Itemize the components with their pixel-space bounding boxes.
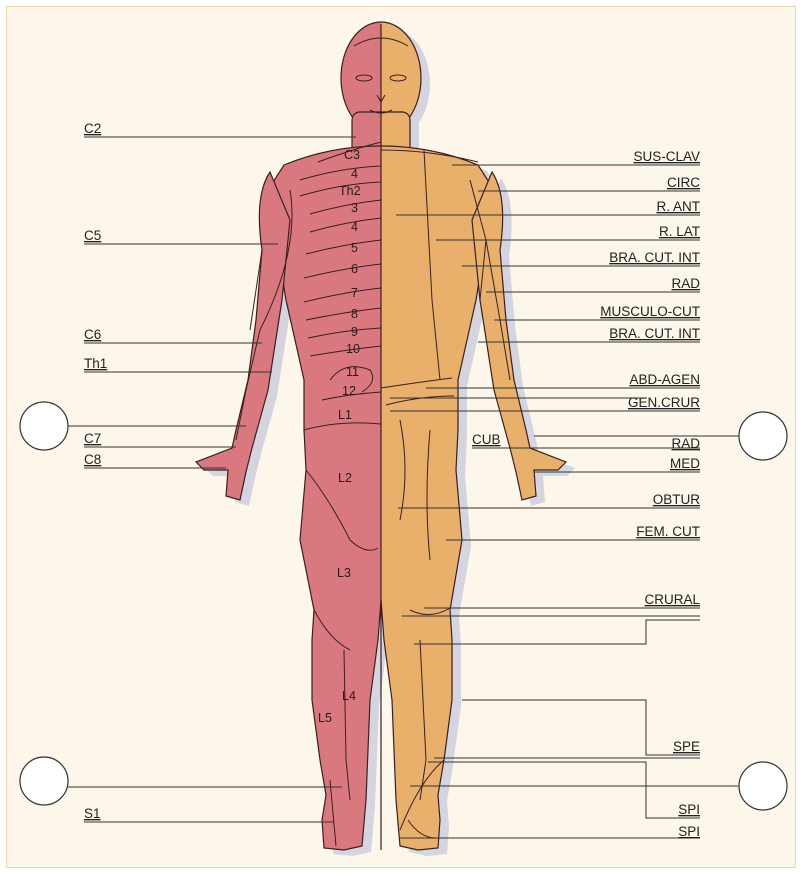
label-spi-lower: SPI bbox=[678, 824, 700, 839]
segment-3: 3 bbox=[351, 201, 358, 215]
label-rad-hand: RAD bbox=[671, 436, 700, 451]
label-bra-cut-int-upper: BRA. CUT. INT bbox=[609, 250, 700, 265]
label-gen-crur: GEN.CRUR bbox=[628, 395, 700, 410]
segment-th2: Th2 bbox=[339, 184, 361, 198]
label-c6: C6 bbox=[84, 327, 101, 342]
label-bra-cut-int-lower: BRA. CUT. INT bbox=[609, 326, 700, 341]
reference-circle-right-upper bbox=[739, 412, 787, 460]
label-med: MED bbox=[670, 456, 700, 471]
label-sus-clav: SUS-CLAV bbox=[633, 149, 700, 164]
label-spe: SPE bbox=[673, 739, 700, 754]
segment-l4: L4 bbox=[342, 689, 356, 703]
label-musculo-cut: MUSCULO-CUT bbox=[600, 304, 700, 319]
segment-8: 8 bbox=[351, 307, 358, 321]
label-abd-agen: ABD-AGEN bbox=[629, 372, 700, 387]
label-fem-cut: FEM. CUT bbox=[636, 524, 700, 539]
label-c5: C5 bbox=[84, 228, 101, 243]
segment-9: 9 bbox=[351, 325, 358, 339]
label-c2: C2 bbox=[84, 121, 101, 136]
label-rad-arm: RAD bbox=[671, 276, 700, 291]
label-r-lat: R. LAT bbox=[659, 224, 700, 239]
label-th1: Th1 bbox=[84, 356, 107, 371]
segment-10: 10 bbox=[346, 342, 360, 356]
reference-circle-right-lower bbox=[739, 762, 787, 810]
segment-12: 12 bbox=[342, 384, 356, 398]
segment-l2: L2 bbox=[338, 471, 352, 485]
segment-6: 6 bbox=[351, 262, 358, 276]
label-obtur: OBTUR bbox=[653, 492, 701, 507]
label-s1: S1 bbox=[84, 806, 101, 821]
segment-l1: L1 bbox=[338, 408, 352, 422]
reference-circle-left-upper bbox=[20, 402, 68, 450]
segment-4-upper: 4 bbox=[351, 167, 358, 181]
segment-7: 7 bbox=[351, 286, 358, 300]
reference-circle-left-lower bbox=[20, 757, 68, 805]
segment-l3: L3 bbox=[337, 566, 351, 580]
label-c7: C7 bbox=[84, 431, 101, 446]
segment-4-lower: 4 bbox=[351, 220, 358, 234]
segment-c3: C3 bbox=[344, 148, 360, 162]
segment-11: 11 bbox=[346, 365, 359, 379]
segment-5: 5 bbox=[351, 241, 358, 255]
segment-l5: L5 bbox=[318, 711, 332, 725]
label-crural: CRURAL bbox=[644, 592, 700, 607]
label-c8: C8 bbox=[84, 452, 101, 467]
label-circ: CIRC bbox=[667, 175, 700, 190]
label-spi-upper: SPI bbox=[678, 802, 700, 817]
label-r-ant: R. ANT bbox=[656, 199, 700, 214]
label-cub: CUB bbox=[472, 432, 501, 447]
